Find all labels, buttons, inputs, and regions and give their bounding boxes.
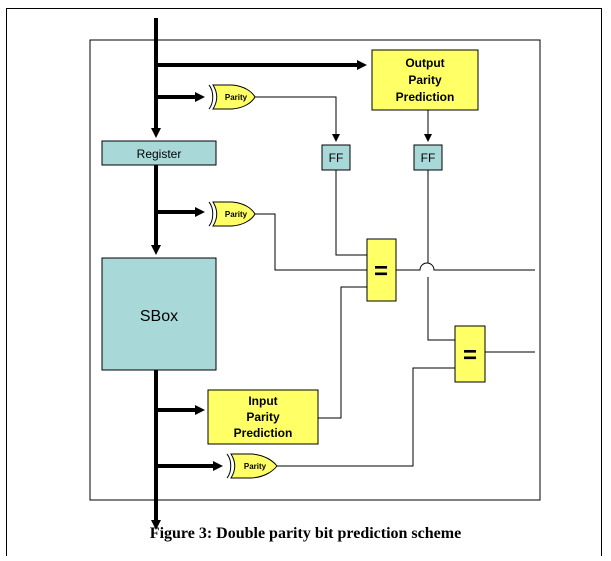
register-block: Register bbox=[101, 140, 217, 166]
svg-text:Parity: Parity bbox=[246, 410, 280, 424]
svg-text:Prediction: Prediction bbox=[234, 426, 293, 440]
svg-text:FF: FF bbox=[421, 151, 436, 165]
svg-text:=: = bbox=[463, 342, 477, 369]
svg-text:=: = bbox=[374, 258, 388, 285]
input-parity-prediction-block: Input Parity Prediction bbox=[207, 389, 319, 445]
main-data-bus bbox=[151, 18, 367, 530]
svg-text:Parity: Parity bbox=[225, 93, 248, 102]
module-border bbox=[89, 39, 541, 501]
svg-text:Input: Input bbox=[248, 394, 277, 408]
svg-text:Parity: Parity bbox=[225, 210, 248, 219]
figure-frame bbox=[6, 8, 602, 556]
flip-flop-2: FF bbox=[413, 144, 443, 171]
output-parity-prediction-block: Output Parity Prediction bbox=[371, 49, 479, 111]
figure-caption: Figure 3: Double parity bit prediction s… bbox=[149, 525, 462, 542]
parity-gate-2: Parity bbox=[208, 201, 256, 227]
svg-text:Output: Output bbox=[405, 56, 444, 70]
svg-text:SBox: SBox bbox=[140, 308, 178, 325]
parity-gate-3: Parity bbox=[226, 453, 278, 479]
parity-gate-1: Parity bbox=[208, 84, 256, 110]
sbox-block: SBox bbox=[101, 257, 217, 371]
flip-flop-1: FF bbox=[321, 144, 351, 171]
svg-text:Prediction: Prediction bbox=[396, 90, 455, 104]
svg-text:Parity: Parity bbox=[244, 462, 267, 471]
svg-text:FF: FF bbox=[329, 151, 344, 165]
comparator-1: = bbox=[366, 238, 397, 302]
svg-text:Parity: Parity bbox=[408, 73, 442, 87]
svg-text:Register: Register bbox=[137, 147, 182, 161]
comparator-2: = bbox=[454, 325, 486, 383]
signal-wires bbox=[255, 96, 535, 467]
